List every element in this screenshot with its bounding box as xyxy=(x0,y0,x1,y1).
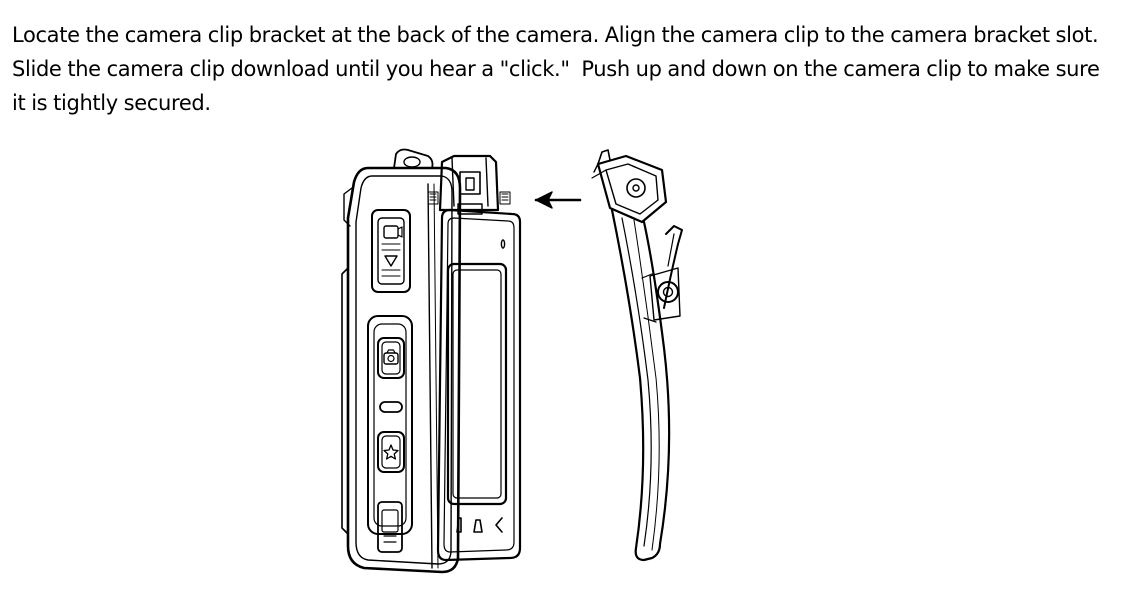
camera-clip-bracket xyxy=(438,154,500,215)
back-chevron-icon xyxy=(495,517,503,533)
camera-shutter-button xyxy=(377,337,405,379)
video-record-slider xyxy=(371,209,411,293)
navigation-keys xyxy=(456,517,503,533)
camera-shutter-icon xyxy=(383,349,399,365)
star-button xyxy=(377,431,405,473)
instruction-text: Locate the camera clip bracket at the ba… xyxy=(12,23,1110,115)
insert-direction-arrow xyxy=(534,191,582,209)
star-icon xyxy=(383,444,399,460)
home-icon xyxy=(473,519,483,533)
camera-clip xyxy=(591,149,683,562)
recent-apps-icon xyxy=(456,517,462,533)
body-camera xyxy=(341,148,522,574)
bottom-latch xyxy=(377,501,403,553)
camera-clip-illustration xyxy=(330,148,750,588)
display-screen xyxy=(446,262,508,506)
